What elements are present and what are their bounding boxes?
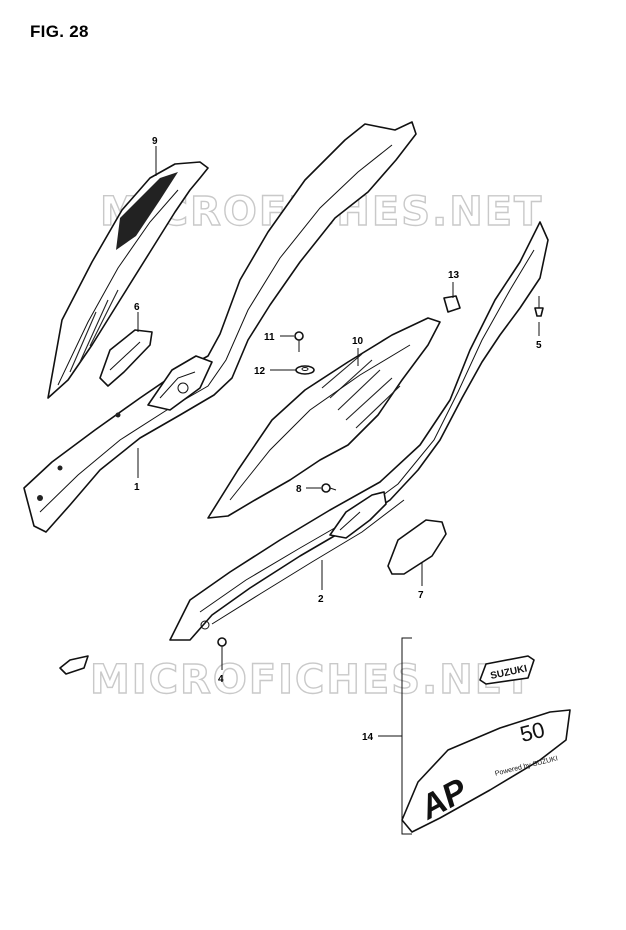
part-11-screw <box>294 331 304 352</box>
callout-labels: 9 6 1 13 11 12 10 5 8 2 7 4 14 <box>134 136 542 743</box>
part-4-screw <box>217 637 227 658</box>
part-2-side-cover-right <box>169 221 549 641</box>
part-1-frame-cover-left <box>23 121 417 533</box>
callout-7: 7 <box>418 590 424 601</box>
part-5-screw <box>534 296 544 317</box>
callout-12: 12 <box>254 366 266 377</box>
part-8-screw <box>321 483 337 493</box>
callout-1: 1 <box>134 482 140 493</box>
callout-11: 11 <box>264 332 275 343</box>
callout-8: 8 <box>296 484 302 495</box>
callout-9: 9 <box>152 136 158 147</box>
part-13-clip <box>443 295 461 313</box>
front-arrow-icon <box>59 655 89 675</box>
callout-2: 2 <box>318 594 324 605</box>
part-9-rear-upper-cover <box>47 161 209 399</box>
callout-13: 13 <box>448 270 460 281</box>
part-6-bracket <box>99 329 153 387</box>
part-10-center-panel <box>207 317 441 519</box>
watermark-bottom: MICROFICHES.NET <box>90 657 533 703</box>
figure-title: FIG. 28 <box>30 22 89 41</box>
part-12-washer <box>295 365 315 375</box>
leader-lines <box>137 146 540 670</box>
callout-14: 14 <box>362 732 374 743</box>
callout-4: 4 <box>218 674 224 685</box>
emblem-number-text: 50 <box>517 717 547 747</box>
part-7-pad <box>387 519 447 575</box>
callout-10: 10 <box>352 336 364 347</box>
callout-5: 5 <box>536 340 542 351</box>
callout-6: 6 <box>134 302 140 313</box>
